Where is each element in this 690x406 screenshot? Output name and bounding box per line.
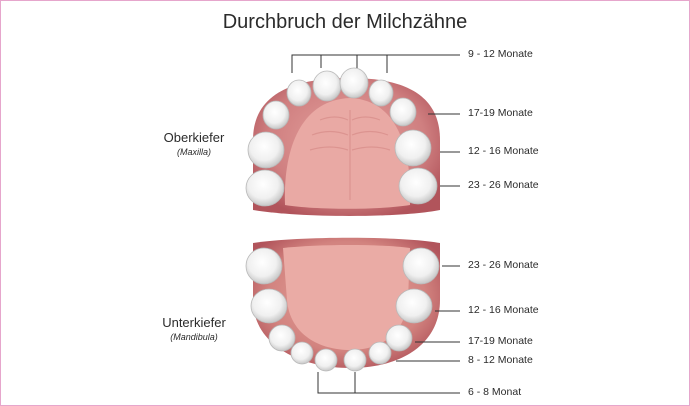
upper-jaw-latin: (Maxilla) — [155, 147, 233, 157]
upper-incisor-bracket — [292, 55, 460, 73]
lower-jaw-name: Unterkiefer — [155, 315, 233, 330]
upper-lateral-incisor-right-icon — [369, 80, 393, 106]
lower-second-molar-left-icon — [246, 248, 282, 284]
upper-second-molar-left-icon — [246, 170, 284, 206]
lower-first-molar-left-icon — [251, 289, 287, 323]
upper-jaw — [246, 68, 440, 216]
upper-central-incisor-right-icon — [340, 68, 368, 98]
upper-jaw-label: Oberkiefer (Maxilla) — [155, 130, 233, 157]
upper-second-molar-right-icon — [399, 168, 437, 204]
upper-first-molar-left-icon — [248, 132, 284, 168]
upper-eruption-label: 23 - 26 Monate — [468, 179, 539, 191]
lower-first-molar-right-icon — [396, 289, 432, 323]
upper-jaw-name: Oberkiefer — [155, 130, 233, 145]
lower-jaw — [246, 238, 440, 371]
lower-lateral-incisor-right-icon — [369, 342, 391, 364]
lower-eruption-label: 8 - 12 Monate — [468, 354, 533, 366]
lower-incisor-bracket — [318, 372, 460, 393]
upper-eruption-label: 9 - 12 Monate — [468, 48, 533, 60]
lower-canine-left-icon — [269, 325, 295, 351]
lower-central-incisor-right-icon — [344, 349, 366, 371]
lower-eruption-label: 12 - 16 Monate — [468, 304, 539, 316]
lower-eruption-label: 17-19 Monate — [468, 335, 533, 347]
lower-canine-right-icon — [386, 325, 412, 351]
lower-central-incisor-left-icon — [315, 349, 337, 371]
upper-eruption-label: 17-19 Monate — [468, 107, 533, 119]
lower-second-molar-right-icon — [403, 248, 439, 284]
lower-eruption-label: 23 - 26 Monate — [468, 259, 539, 271]
upper-canine-left-icon — [263, 101, 289, 129]
upper-eruption-label: 12 - 16 Monate — [468, 145, 539, 157]
upper-first-molar-right-icon — [395, 130, 431, 166]
upper-lateral-incisor-left-icon — [287, 80, 311, 106]
upper-central-incisor-left-icon — [313, 71, 341, 101]
lower-lateral-incisor-left-icon — [291, 342, 313, 364]
lower-jaw-label: Unterkiefer (Mandibula) — [155, 315, 233, 342]
upper-canine-right-icon — [390, 98, 416, 126]
lower-eruption-label: 6 - 8 Monat — [468, 386, 521, 398]
lower-jaw-latin: (Mandibula) — [155, 332, 233, 342]
